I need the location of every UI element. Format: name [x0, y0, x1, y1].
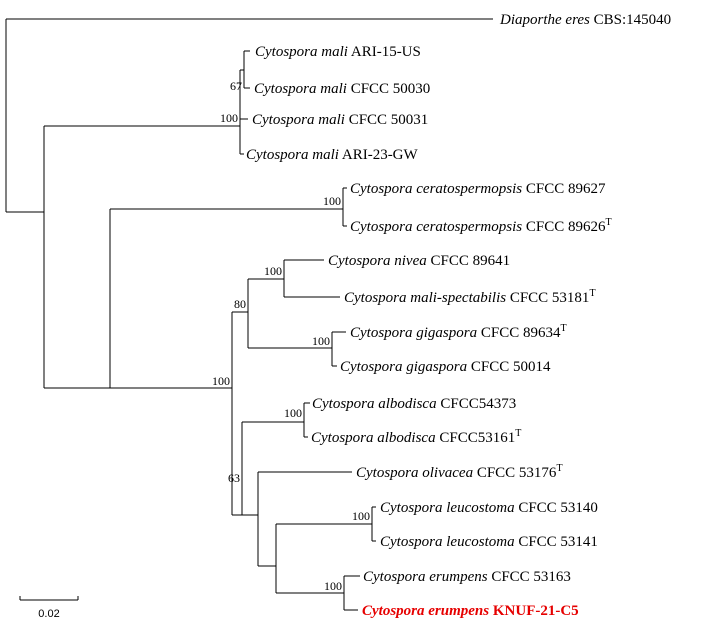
taxon-label-mali-ari15us: Cytospora mali ARI-15-US: [255, 44, 421, 60]
taxon-label-mali-spectabilis-cfcc53181: Cytospora mali-spectabilis CFCC 53181T: [344, 288, 596, 306]
bootstrap-nivgig: 80: [234, 297, 246, 311]
scale-bar: 0.02: [19, 596, 79, 620]
bootstrap-nivea: 100: [264, 264, 282, 278]
bootstrap-leuco: 100: [352, 509, 370, 523]
taxon-label-albodisca-cfcc53161: Cytospora albodisca CFCC53161T: [311, 428, 521, 446]
taxon-label-mali-cfcc50031: Cytospora mali CFCC 50031: [252, 112, 428, 128]
taxon-label-erumpens-cfcc53163: Cytospora erumpens CFCC 53163: [363, 569, 571, 585]
bootstrap-mali: 100: [220, 111, 238, 125]
bootstrap-albo: 100: [284, 406, 302, 420]
taxon-label-albodisca-cfcc54373: Cytospora albodisca CFCC54373: [312, 396, 516, 412]
taxon-label-gigaspora-cfcc89634: Cytospora gigaspora CFCC 89634T: [350, 323, 567, 341]
bootstrap-eru: 100: [324, 579, 342, 593]
taxon-label-ceratospermopsis-cfcc89626: Cytospora ceratospermopsis CFCC 89626T: [350, 217, 612, 235]
taxon-label-nivea-cfcc89641: Cytospora nivea CFCC 89641: [328, 253, 510, 269]
taxon-label-gigaspora-cfcc50014: Cytospora gigaspora CFCC 50014: [340, 359, 551, 375]
taxon-label-leucostoma-cfcc53141: Cytospora leucostoma CFCC 53141: [380, 534, 598, 550]
taxon-labels: Diaporthe eres CBS:145040 Cytospora mali…: [246, 12, 671, 619]
scale-bar-label: 0.02: [38, 608, 59, 620]
taxon-label-diaporthe-eres-cbs145040: Diaporthe eres CBS:145040: [499, 12, 671, 28]
tree-branches: [5, 18, 493, 611]
bootstrap-rest: 63: [228, 471, 240, 485]
bootstrap-labels: 67 100 100 100 80 100 100 100 63 100 100: [212, 79, 370, 593]
taxon-label-ceratospermopsis-cfcc89627: Cytospora ceratospermopsis CFCC 89627: [350, 181, 606, 197]
taxon-label-erumpens-knuf21c5: Cytospora erumpens KNUF-21-C5: [362, 603, 579, 619]
taxon-label-mali-cfcc50030: Cytospora mali CFCC 50030: [254, 81, 430, 97]
taxon-label-mali-ari23gw: Cytospora mali ARI-23-GW: [246, 147, 419, 163]
bootstrap-giga: 100: [312, 334, 330, 348]
bootstrap-mali-a: 67: [230, 79, 242, 93]
bootstrap-core: 100: [212, 374, 230, 388]
taxon-label-olivacea-cfcc53176: Cytospora olivacea CFCC 53176T: [356, 463, 563, 481]
taxon-label-leucostoma-cfcc53140: Cytospora leucostoma CFCC 53140: [380, 500, 598, 516]
bootstrap-cerato: 100: [323, 194, 341, 208]
